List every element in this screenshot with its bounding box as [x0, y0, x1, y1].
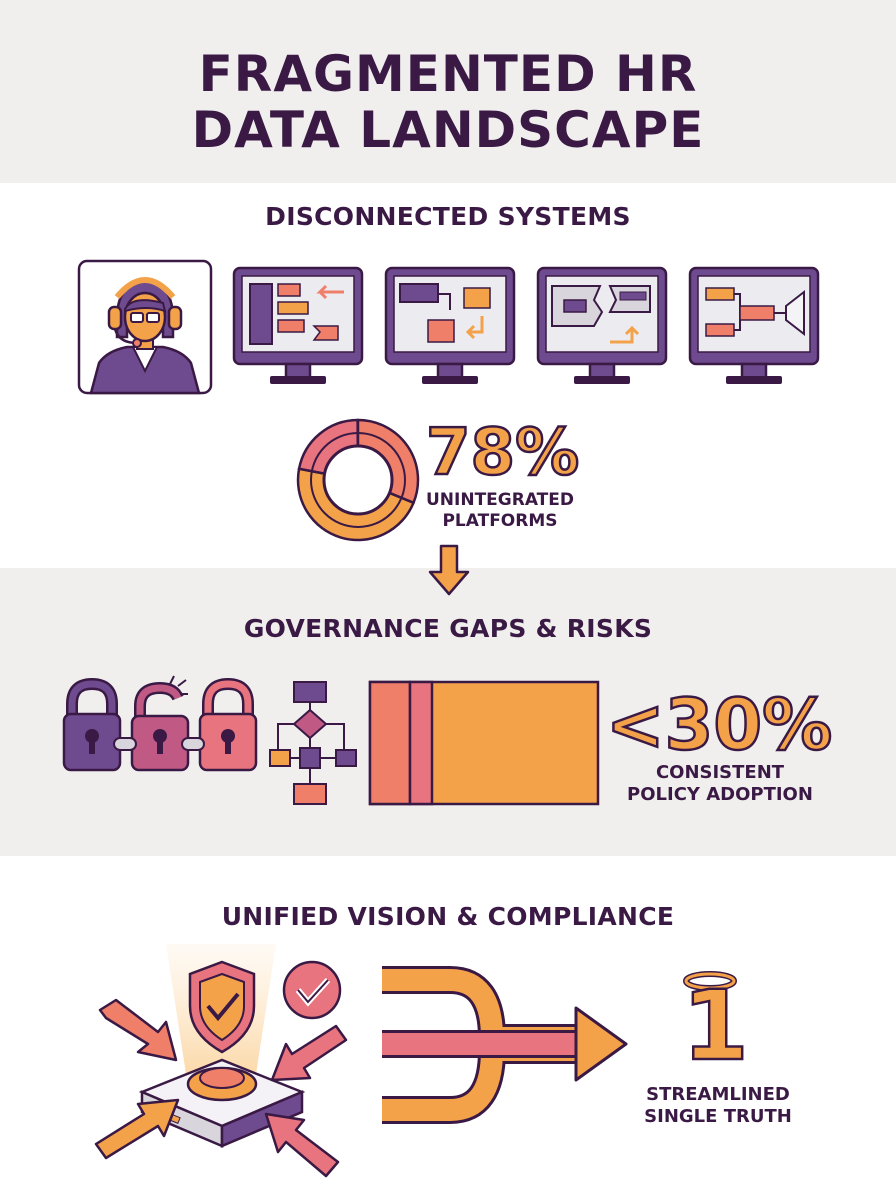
flowchart-icon — [269, 681, 357, 805]
padlock-chain-icon — [62, 675, 258, 772]
down-arrow-icon — [428, 544, 470, 596]
monitor-icon — [232, 266, 364, 384]
stat-label-line-1: UNINTEGRATED — [426, 490, 574, 510]
stat-label-single-truth: STREAMLINED SINGLE TRUTH — [628, 1084, 808, 1128]
monitor-icon — [536, 266, 668, 384]
stat-label-policy: CONSISTENT POLICY ADOPTION — [600, 762, 840, 806]
title-line-2: DATA LANDSCAPE — [191, 101, 705, 159]
section-heading-governance: GOVERNANCE GAPS & RISKS — [243, 614, 653, 643]
merge-arrow-icon — [382, 966, 628, 1124]
donut-inner-ring — [310, 432, 406, 528]
stat-label-unintegrated: UNINTEGRATED PLATFORMS — [420, 490, 580, 532]
halo-icon — [683, 971, 737, 991]
server-hub-icon — [94, 944, 348, 1178]
monitor-icon — [688, 266, 820, 384]
section-heading-disconnected: DISCONNECTED SYSTEMS — [265, 202, 631, 231]
stat-value-78: 78% — [425, 416, 581, 490]
stat-label-line-1: STREAMLINED — [646, 1084, 790, 1105]
donut-chart-icon — [296, 418, 420, 542]
stat-label-line-2: POLICY ADOPTION — [627, 784, 813, 805]
stat-label-line-1: CONSISTENT — [655, 762, 785, 783]
stat-label-line-2: SINGLE TRUTH — [644, 1106, 792, 1127]
stat-value-30: <30% — [605, 684, 834, 766]
section-heading-unified: UNIFIED VISION & COMPLIANCE — [221, 902, 675, 931]
bar-icon — [368, 680, 600, 806]
stat-value-1: 1 — [681, 970, 750, 1082]
monitor-icon — [384, 266, 516, 384]
title-line-1: FRAGMENTED HR — [198, 45, 698, 103]
title-band — [0, 0, 896, 183]
page-title: FRAGMENTED HR DATA LANDSCAPE — [0, 46, 896, 158]
stat-label-line-2: PLATFORMS — [442, 511, 558, 531]
hr-agent-icon — [77, 259, 213, 395]
